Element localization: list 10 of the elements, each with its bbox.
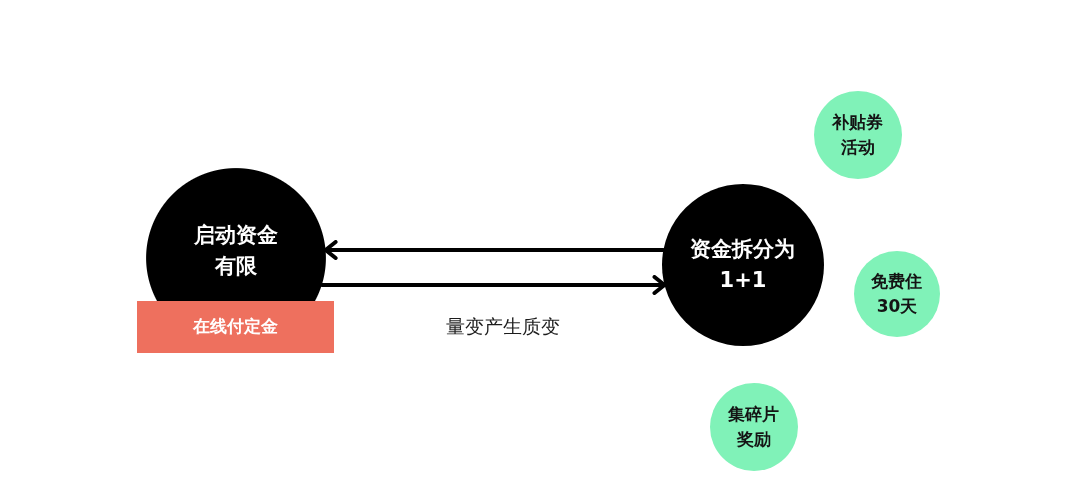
node-label: 免费住30天 bbox=[870, 269, 924, 318]
label-bar bbox=[137, 301, 334, 353]
arrow bbox=[319, 275, 667, 295]
node-label: 资金拆分为1+1 bbox=[689, 235, 797, 294]
node-label: 集碎片奖励 bbox=[727, 402, 781, 451]
node-label: 补贴券活动 bbox=[831, 110, 885, 159]
note-text: 量变产生质变 bbox=[446, 314, 560, 339]
node-label: 在线付定金 bbox=[193, 315, 278, 339]
node-label: 启动资金有限 bbox=[193, 221, 279, 280]
arrow bbox=[323, 240, 666, 260]
